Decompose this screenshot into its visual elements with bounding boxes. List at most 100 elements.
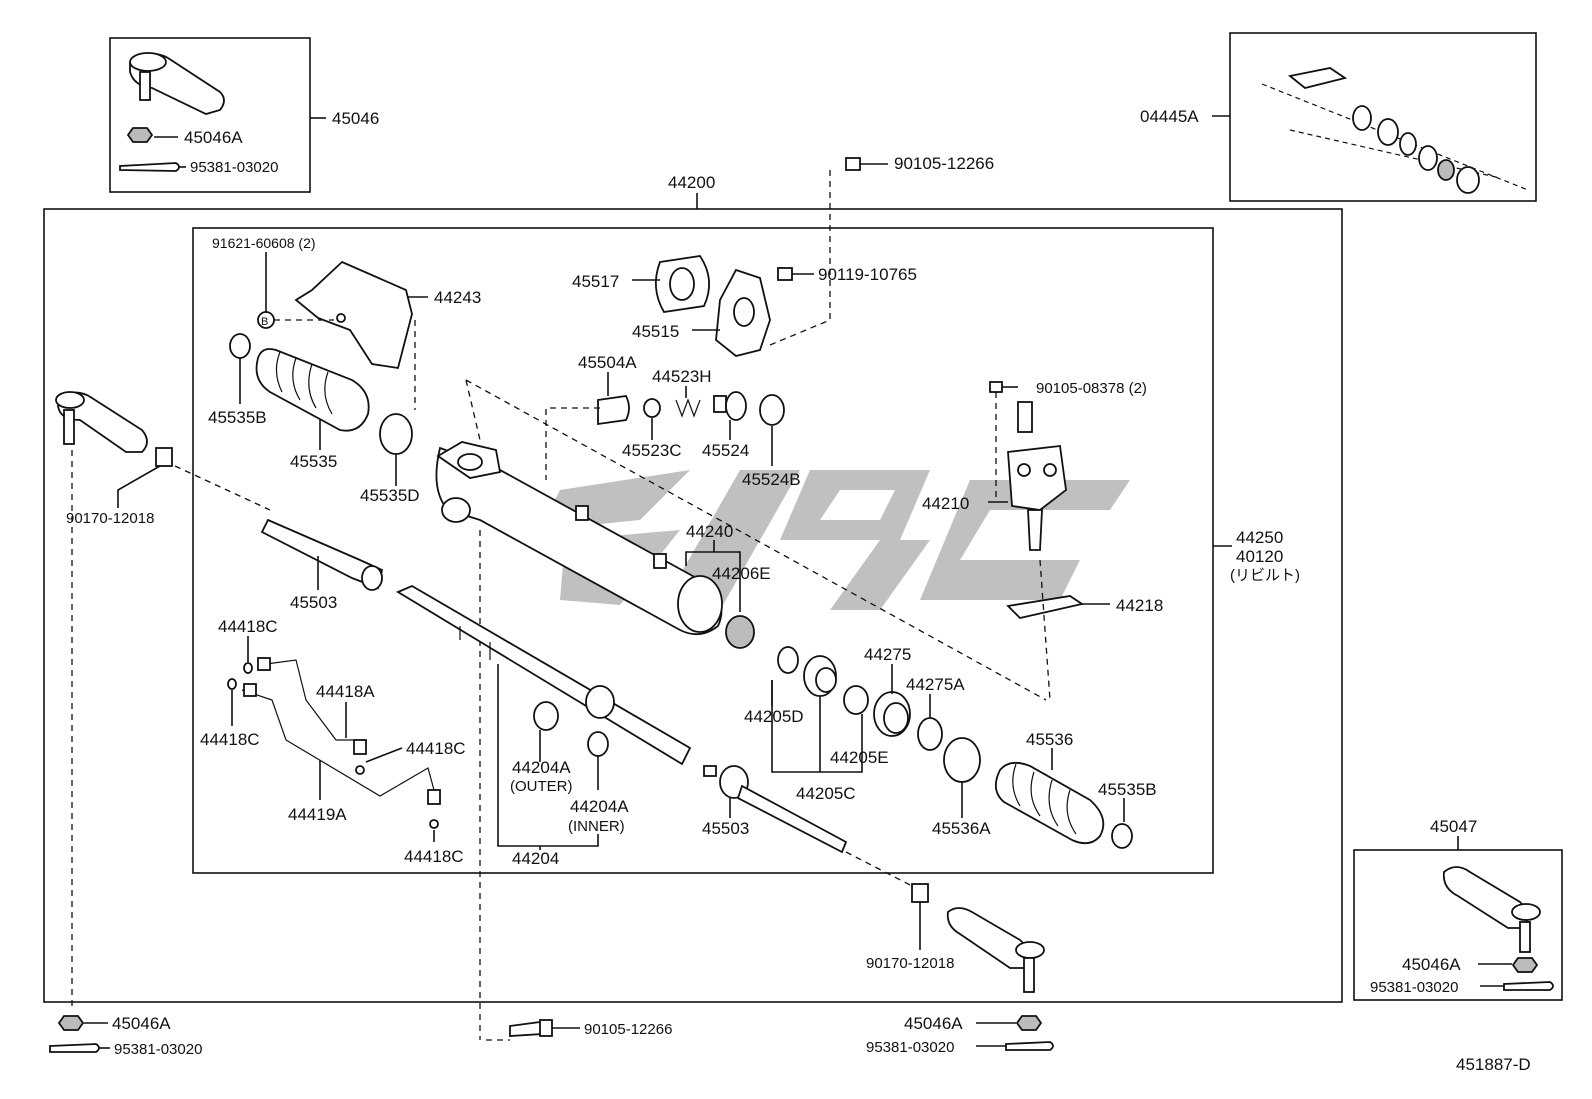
clamp-45536A bbox=[943, 737, 981, 783]
dashed-left-inner-rod-path bbox=[174, 465, 271, 511]
bearing-44206E bbox=[725, 615, 755, 649]
o-ring-44418C-2 bbox=[227, 678, 237, 690]
label-outer: (OUTER) bbox=[510, 778, 573, 795]
label-45517: 45517 bbox=[572, 272, 619, 291]
leader-44418C-3 bbox=[365, 747, 403, 763]
seal-44205E bbox=[843, 685, 869, 715]
circle-b-marker bbox=[257, 311, 275, 329]
gear-housing-inner-frame bbox=[192, 227, 1214, 874]
snap-ring-44275A bbox=[917, 717, 943, 751]
label-90119: 90119-10765 bbox=[818, 265, 917, 284]
label-90170-left: 90170-12018 bbox=[66, 510, 154, 527]
rack-guide-45504A bbox=[597, 395, 630, 426]
label-45046A-bc: 45046A bbox=[904, 1014, 963, 1033]
label-44204A-inner: 44204A bbox=[570, 797, 629, 816]
oil-seal-44204A-outer bbox=[533, 701, 559, 731]
label-45535: 45535 bbox=[290, 452, 337, 471]
lock-nut-45524B bbox=[759, 394, 785, 426]
dashed-bolt-path-top bbox=[769, 170, 831, 346]
bracket-44205C bbox=[771, 680, 863, 773]
dust-cover-44243 bbox=[294, 260, 413, 370]
label-circle-b: B bbox=[261, 316, 268, 328]
dashed-gasket-path bbox=[1039, 559, 1051, 701]
label-95381-box2: 95381-03020 bbox=[1370, 979, 1458, 996]
label-45524B: 45524B bbox=[742, 470, 801, 489]
nut-45046A-box2 bbox=[1511, 957, 1539, 973]
leader-90170-left bbox=[117, 465, 161, 508]
label-90105-08378: 90105-08378 (2) bbox=[1036, 380, 1147, 397]
label-40120: 40120 bbox=[1236, 547, 1283, 566]
label-inner: (INNER) bbox=[568, 818, 625, 835]
housing-bracket-44240 bbox=[685, 551, 741, 612]
label-45503-right: 45503 bbox=[702, 819, 749, 838]
bushing-44275 bbox=[873, 691, 911, 737]
label-44418C-4: 44418C bbox=[404, 847, 464, 866]
boot-clamp-45535B-right bbox=[1111, 823, 1133, 849]
rack-shaft bbox=[396, 584, 692, 766]
tie-rod-45503-right bbox=[703, 765, 848, 854]
tie-rod-end-right bbox=[946, 907, 1045, 993]
cotter-pin-95381-bc bbox=[1005, 1041, 1054, 1051]
label-45536A: 45536A bbox=[932, 819, 991, 838]
label-44204A-outer: 44204A bbox=[512, 758, 571, 777]
tie-rod-end-part-box1 bbox=[119, 52, 225, 172]
nut-45046A-bl bbox=[57, 1015, 85, 1031]
o-ring-44418C-3 bbox=[355, 765, 365, 775]
seal-44205D bbox=[777, 646, 799, 674]
steering-gear-assembly-frame bbox=[43, 208, 1343, 1003]
clamp-45535D bbox=[379, 413, 413, 455]
label-44418C-3: 44418C bbox=[406, 739, 466, 758]
o-ring-44418C-4 bbox=[429, 819, 439, 829]
gasket-kit-parts bbox=[1261, 67, 1529, 194]
label-44210: 44210 bbox=[922, 494, 969, 513]
label-90105-12266-bottom: 90105-12266 bbox=[584, 1021, 672, 1038]
adjusting-screw-45524 bbox=[713, 391, 747, 421]
label-44275: 44275 bbox=[864, 645, 911, 664]
label-44240: 44240 bbox=[686, 522, 733, 541]
diagram-code: 451887-D bbox=[1456, 1055, 1531, 1074]
label-44419A: 44419A bbox=[288, 805, 347, 824]
seat-45523C bbox=[643, 398, 661, 418]
label-44243: 44243 bbox=[434, 288, 481, 307]
label-44418A: 44418A bbox=[316, 682, 375, 701]
label-45046A-box2: 45046A bbox=[1402, 955, 1461, 974]
label-44218: 44218 bbox=[1116, 596, 1163, 615]
label-45524: 45524 bbox=[702, 441, 749, 460]
label-45535D: 45535D bbox=[360, 486, 420, 505]
label-44250: 44250 bbox=[1236, 528, 1283, 547]
bolt-90105-12266-top bbox=[845, 157, 888, 171]
nut-90170-right bbox=[911, 883, 929, 903]
bracket-44204 bbox=[497, 664, 599, 847]
label-rebuilt: (リビルト) bbox=[1230, 567, 1300, 584]
label-44205E: 44205E bbox=[830, 748, 889, 767]
label-44200: 44200 bbox=[668, 173, 715, 192]
label-45504A: 45504A bbox=[578, 353, 637, 372]
label-90170-right: 90170-12018 bbox=[866, 955, 954, 972]
steering-rack-boot-45536 bbox=[994, 761, 1105, 845]
oil-seal-44204A-inner bbox=[587, 731, 609, 757]
label-90105-12266-top: 90105-12266 bbox=[894, 154, 994, 173]
bolt-90119 bbox=[777, 267, 814, 281]
label-45046A-box1: 45046A bbox=[184, 128, 243, 147]
dashed-right-inner-rod-path bbox=[845, 851, 913, 887]
label-44275A: 44275A bbox=[906, 675, 965, 694]
label-45523C: 45523C bbox=[622, 441, 682, 460]
label-91621: 91621-60608 (2) bbox=[212, 235, 316, 251]
control-valve-44210 bbox=[1007, 401, 1067, 551]
tie-rod-end-45047 bbox=[1442, 866, 1541, 953]
label-45515: 45515 bbox=[632, 322, 679, 341]
label-44523H: 44523H bbox=[652, 367, 712, 386]
label-44204: 44204 bbox=[512, 849, 559, 868]
label-45046: 45046 bbox=[332, 109, 379, 128]
nut-90170-left bbox=[155, 447, 173, 467]
label-45536: 45536 bbox=[1026, 730, 1073, 749]
nut-45046A-bc bbox=[1015, 1015, 1043, 1031]
label-95381-box1: 95381-03020 bbox=[190, 159, 278, 176]
label-45046A-bl: 45046A bbox=[112, 1014, 171, 1033]
gasket-kit-box bbox=[1229, 32, 1537, 202]
tie-rod-end-left bbox=[55, 391, 148, 453]
bracket-45517 bbox=[654, 255, 710, 313]
cotter-pin-95381-bl bbox=[49, 1043, 100, 1053]
label-95381-bl: 95381-03020 bbox=[114, 1041, 202, 1058]
